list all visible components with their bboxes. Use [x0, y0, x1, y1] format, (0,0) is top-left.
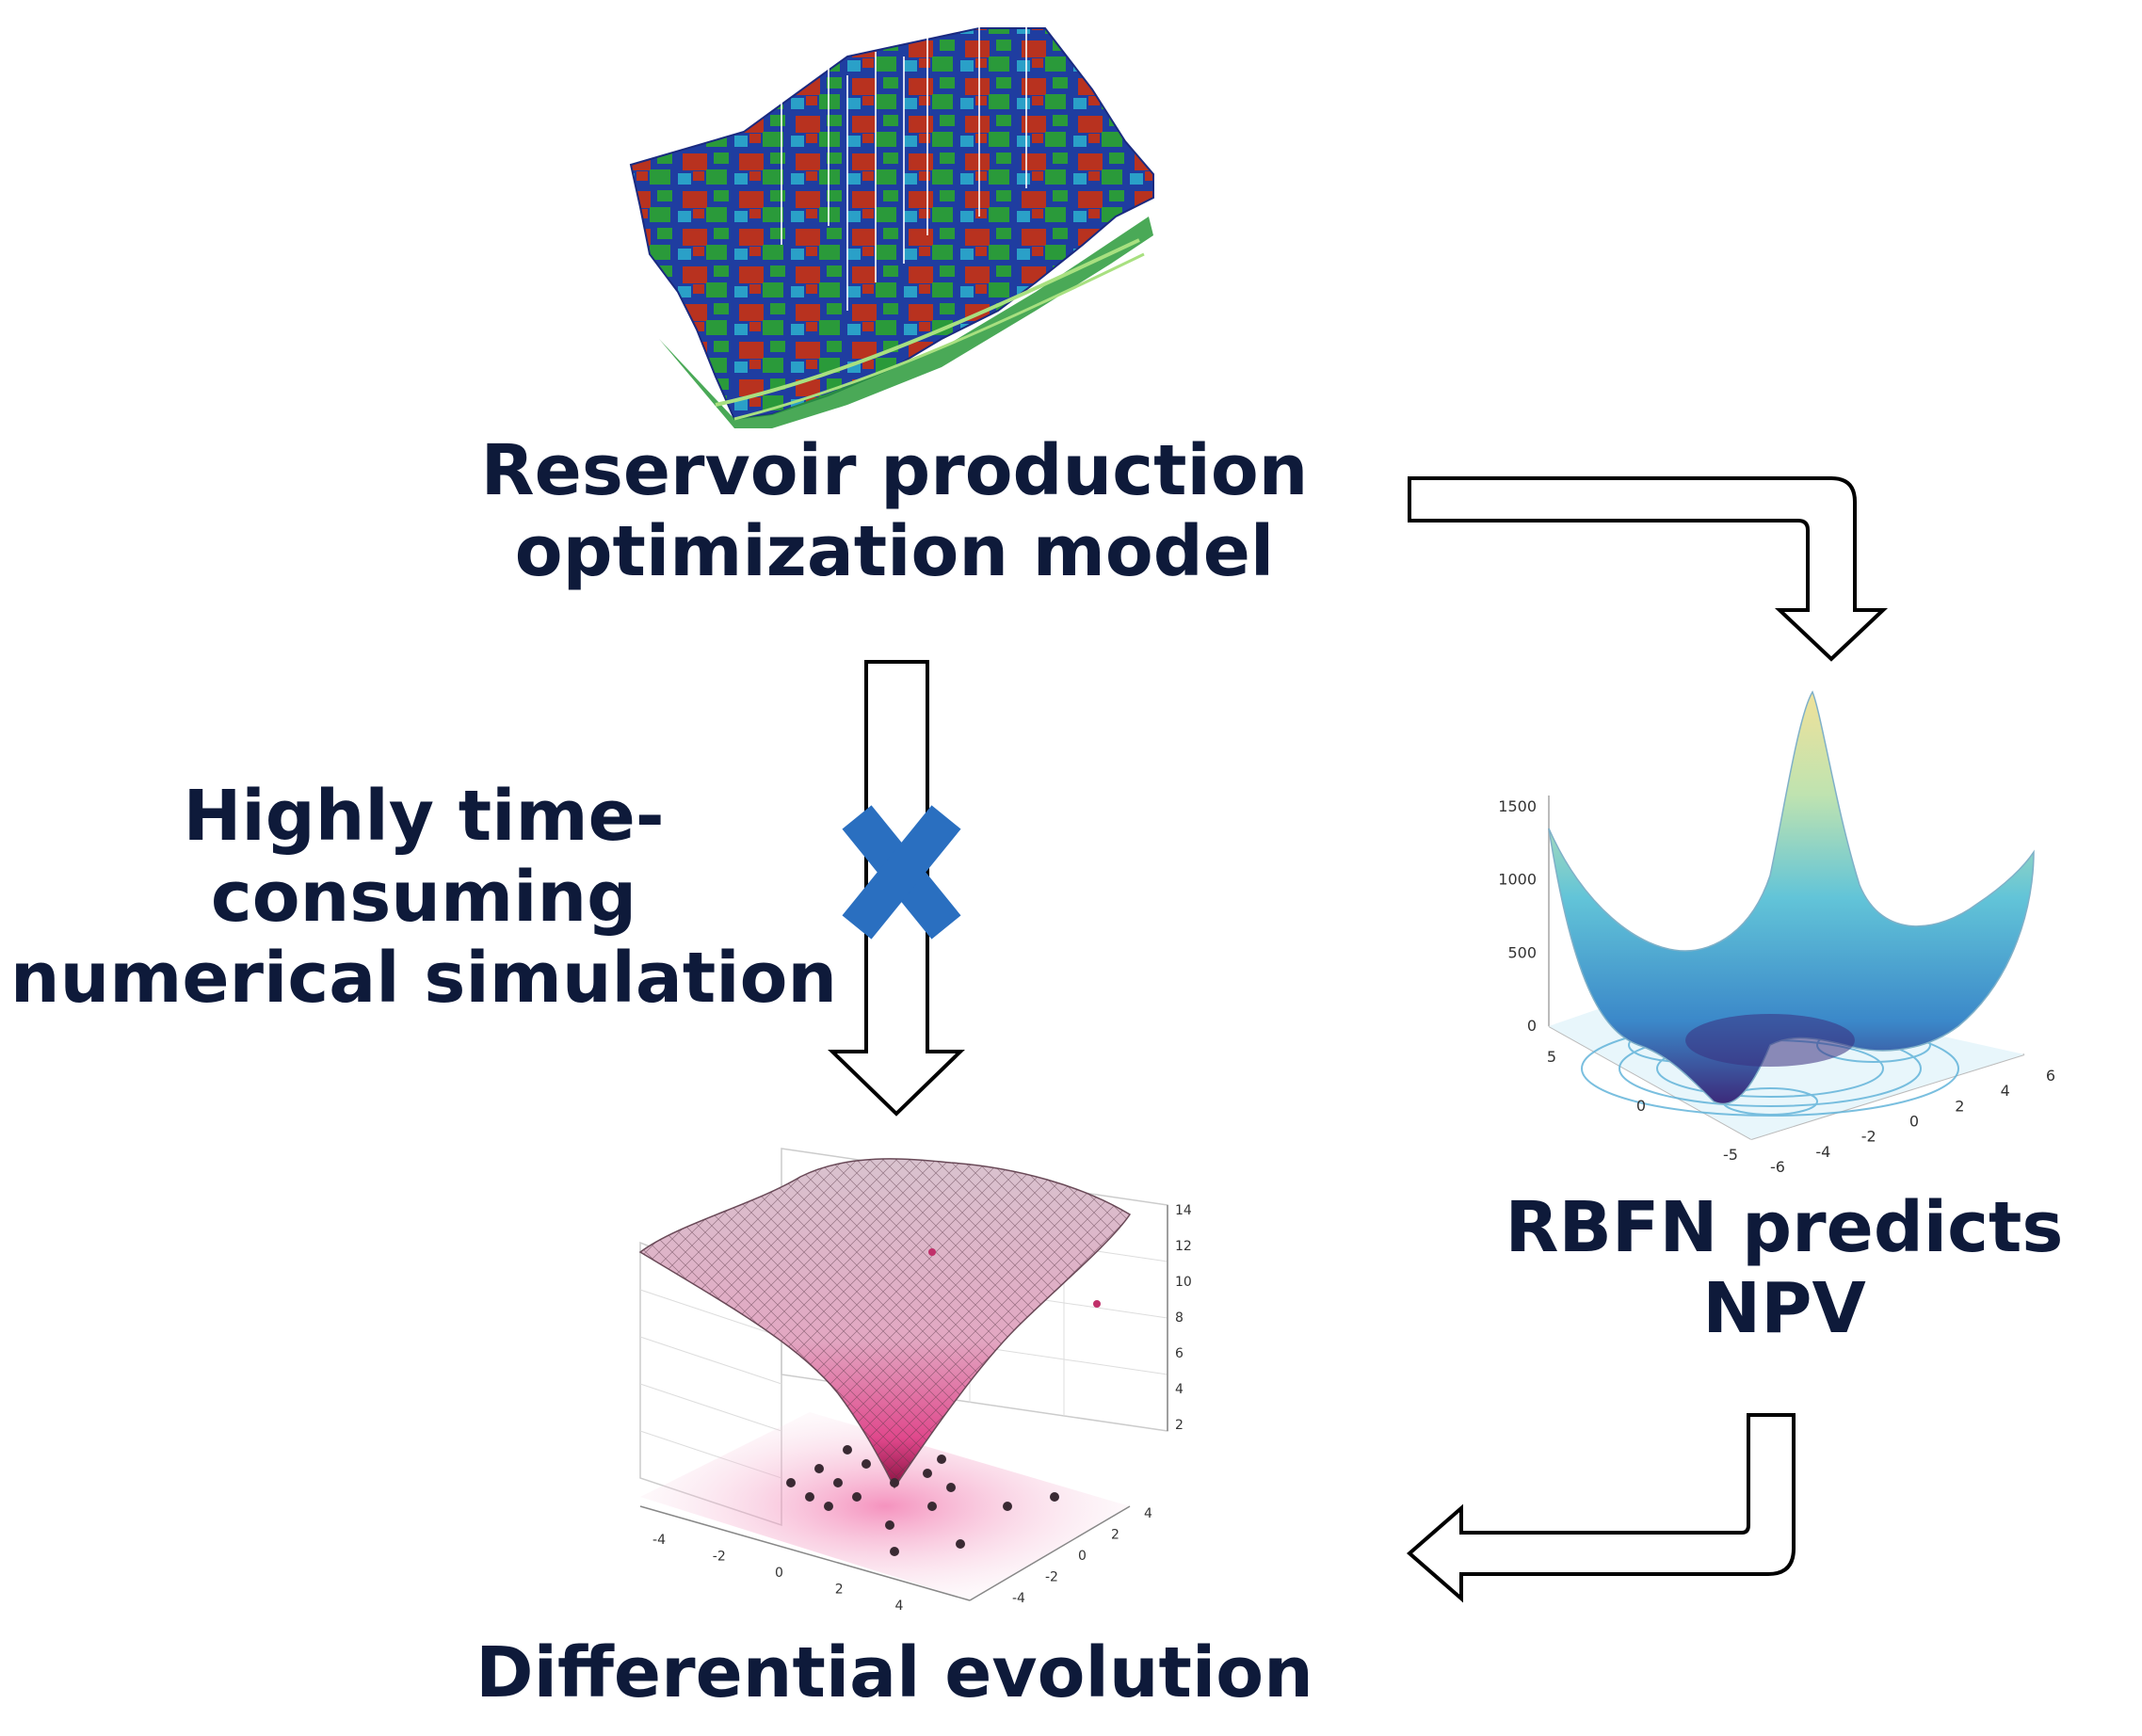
- simulation-label-line2: numerical simulation: [9, 937, 838, 1019]
- reservoir-model-label: Reservoir production optimization model: [471, 430, 1318, 593]
- arrow-to-de: [1406, 1413, 1796, 1603]
- cross-icon: [842, 805, 961, 940]
- rbfn-y-tick: 5: [1547, 1048, 1556, 1066]
- arrow-to-rbfn: [1408, 476, 1889, 662]
- rbfn-z-tick: 1500: [1498, 797, 1537, 815]
- de-x-tick: -2: [713, 1550, 726, 1565]
- simulation-label-line1: Highly time-consuming: [183, 776, 665, 938]
- rbfn-x-tick: -6: [1770, 1158, 1785, 1176]
- rbfn-z-tick: 1000: [1498, 871, 1537, 889]
- reservoir-label-line1: Reservoir production: [480, 430, 1309, 511]
- de-z-tick: 10: [1175, 1275, 1192, 1290]
- rbfn-x-tick: 0: [1909, 1113, 1919, 1131]
- rbfn-surface-plot: [1548, 690, 2035, 1140]
- de-z-tick: 12: [1175, 1239, 1192, 1254]
- simulation-label: Highly time-consuming numerical simulati…: [0, 776, 847, 1019]
- de-y-tick: 0: [1078, 1549, 1087, 1564]
- de-x-tick: 2: [835, 1583, 844, 1598]
- de-y-tick: -4: [1012, 1591, 1025, 1606]
- de-surface-plot: [638, 1148, 1168, 1601]
- de-z-tick: 14: [1175, 1203, 1192, 1218]
- de-z-tick: 8: [1175, 1310, 1184, 1326]
- de-x-tick: 4: [895, 1599, 904, 1614]
- rbfn-x-tick: 6: [2046, 1067, 2055, 1085]
- reservoir-label-line2: optimization model: [514, 510, 1275, 592]
- de-z-tick: 4: [1175, 1382, 1184, 1397]
- de-x-tick: -4: [652, 1533, 666, 1548]
- rbfn-y-tick: 0: [1636, 1097, 1646, 1115]
- rbfn-label: RBFN predicts NPV: [1505, 1187, 2064, 1349]
- de-z-tick: 6: [1175, 1346, 1184, 1361]
- de-label: Differential evolution: [475, 1632, 1313, 1713]
- de-y-tick: -2: [1045, 1570, 1058, 1585]
- de-plot-ticks: 2 4 6 8 10 12 14 -4 -2 0 2 4 -4 -2 0 2 4: [652, 1203, 1192, 1614]
- de-z-tick: 2: [1175, 1418, 1184, 1433]
- rbfn-x-tick: 2: [1955, 1097, 1964, 1115]
- rbfn-x-tick: 4: [2001, 1082, 2010, 1100]
- rbfn-y-tick: -5: [1723, 1146, 1738, 1164]
- reservoir-model-image: [629, 26, 1154, 428]
- rbfn-z-tick: 0: [1527, 1017, 1537, 1035]
- de-y-tick: 4: [1144, 1506, 1152, 1521]
- rbfn-z-tick: 500: [1507, 943, 1537, 961]
- rbfn-x-tick: -4: [1815, 1143, 1830, 1161]
- de-y-tick: 2: [1111, 1528, 1119, 1543]
- rbfn-x-tick: -2: [1861, 1128, 1876, 1146]
- de-x-tick: 0: [775, 1566, 783, 1581]
